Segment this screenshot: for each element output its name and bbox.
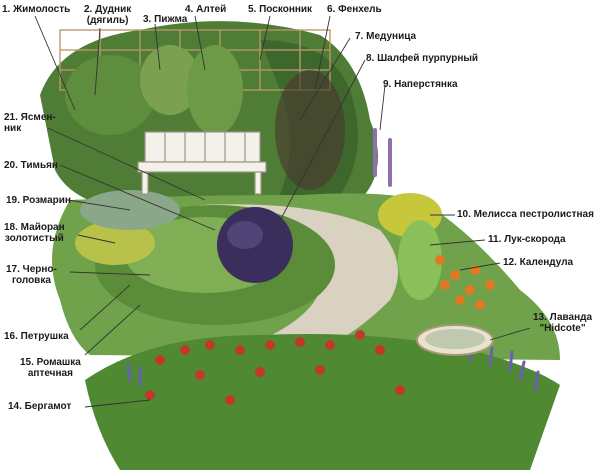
leader-lines bbox=[34, 15, 531, 408]
bird-bath-water bbox=[425, 329, 485, 349]
label-selfheal-line1: 17. Черно- bbox=[6, 264, 57, 275]
label-tansy: 3. Пижма bbox=[143, 14, 188, 25]
label-selfheal-line2: головка bbox=[11, 275, 51, 286]
label-lavender: 13. Лаванда "Hidcote" bbox=[533, 312, 592, 334]
label-purple-sage: 8. Шалфей пурпурный bbox=[366, 53, 479, 64]
fennel-clump bbox=[275, 70, 345, 190]
label-fennel: 6. Фенхель bbox=[327, 4, 382, 15]
label-golden-marjoram-line1: 18. Майоран bbox=[4, 222, 65, 233]
label-lavender-line2: "Hidcote" bbox=[539, 323, 586, 334]
label-woodruff: 21. Ясмен- ник bbox=[4, 112, 56, 134]
label-calendula: 12. Календула bbox=[503, 257, 574, 268]
chives bbox=[398, 220, 442, 300]
purple-sage-highlight bbox=[227, 221, 263, 249]
hollyhock-clump bbox=[187, 45, 243, 135]
label-bergamot: 14. Бергамот bbox=[8, 401, 72, 412]
label-lavender-line1: 13. Лаванда bbox=[533, 312, 593, 323]
foxgloves bbox=[373, 128, 392, 187]
bergamot-flowers bbox=[145, 330, 405, 405]
gravel-path bbox=[200, 204, 398, 345]
label-foxglove: 9. Наперстянка bbox=[383, 79, 458, 90]
label-lemon-balm: 10. Мелисса пестролистная bbox=[457, 209, 594, 220]
label-chamomile-line2: аптечная bbox=[27, 368, 73, 379]
label-chamomile-line1: 15. Ромашка bbox=[20, 357, 81, 368]
label-woodruff-line1: 21. Ясмен- bbox=[4, 112, 56, 123]
label-woodruff-line2: ник bbox=[4, 123, 22, 134]
label-angelica-line1: 2. Дудник bbox=[84, 4, 132, 15]
label-angelica: 2. Дудник (дягиль) bbox=[84, 4, 131, 26]
bench bbox=[137, 131, 267, 195]
angelica-clump bbox=[65, 55, 155, 135]
label-selfheal: 17. Черно- головка bbox=[6, 264, 57, 286]
label-eupatorium: 5. Посконник bbox=[248, 4, 313, 15]
tansy-clump bbox=[140, 45, 200, 115]
label-rosemary: 19. Розмарин bbox=[6, 195, 71, 206]
label-golden-marjoram: 18. Майоран золотистый bbox=[4, 222, 65, 244]
label-chives: 11. Лук-скорода bbox=[488, 234, 566, 245]
label-lungwort: 7. Медуница bbox=[355, 31, 417, 42]
label-angelica-line2: (дягиль) bbox=[86, 15, 129, 26]
label-golden-marjoram-line2: золотистый bbox=[4, 233, 64, 244]
label-thyme: 20. Тимьян bbox=[4, 160, 58, 171]
label-honeysuckle: 1. Жимолость bbox=[2, 4, 71, 15]
label-parsley: 16. Петрушка bbox=[4, 331, 69, 342]
foreground-bed bbox=[85, 334, 560, 470]
label-hollyhock: 4. Алтей bbox=[185, 4, 227, 15]
label-chamomile: 15. Ромашка аптечная bbox=[20, 357, 81, 379]
